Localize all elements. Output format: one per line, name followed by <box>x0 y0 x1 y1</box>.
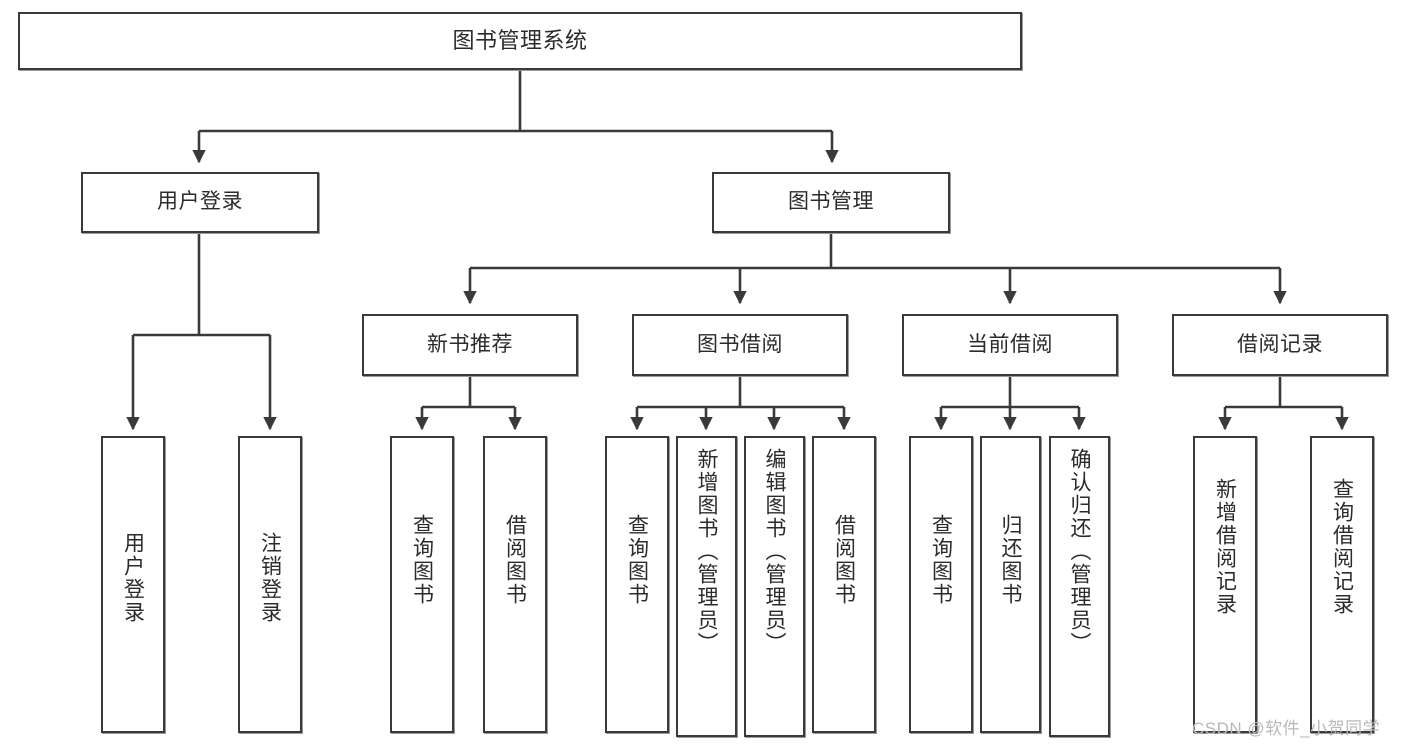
node-label: 查询图书 <box>410 514 434 606</box>
node-label: 借阅图书 <box>832 514 856 606</box>
node-label: 借阅记录 <box>1237 332 1323 356</box>
node-label: 注销登录 <box>258 532 282 624</box>
leaf-borrow-record-query-record[interactable]: 查询借阅记录 <box>1310 436 1374 733</box>
node-user-login[interactable]: 用户登录 <box>81 172 319 233</box>
leaf-current-borrow-return-book[interactable]: 归还图书 <box>980 436 1041 733</box>
node-new-book-recommend[interactable]: 新书推荐 <box>362 314 578 376</box>
leaf-new-book-query-book[interactable]: 查询图书 <box>390 436 454 733</box>
leaf-user-login-signin[interactable]: 用户登录 <box>101 436 165 733</box>
leaf-book-borrow-edit-book-admin[interactable]: 编辑图书（管理员） <box>744 436 805 737</box>
csdn-watermark: CSDN @软件_小贺同学 <box>1192 719 1381 738</box>
node-label: 用户登录 <box>121 532 145 624</box>
leaf-current-borrow-query-book[interactable]: 查询图书 <box>909 436 973 733</box>
node-label: 查询图书 <box>929 514 953 606</box>
node-label: 查询借阅记录 <box>1330 478 1354 616</box>
node-root-book-management-system[interactable]: 图书管理系统 <box>18 12 1022 70</box>
leaf-book-borrow-borrow-book[interactable]: 借阅图书 <box>812 436 876 733</box>
node-label: 查询图书 <box>625 514 649 606</box>
node-book-management[interactable]: 图书管理 <box>712 172 950 233</box>
node-label: 新书推荐 <box>427 332 513 356</box>
node-borrow-record[interactable]: 借阅记录 <box>1172 314 1388 376</box>
node-label: 确认归还（管理员） <box>1068 448 1092 655</box>
node-label: 用户登录 <box>157 190 243 214</box>
leaf-new-book-borrow-book[interactable]: 借阅图书 <box>483 436 547 733</box>
leaf-book-borrow-add-book-admin[interactable]: 新增图书（管理员） <box>676 436 737 737</box>
leaf-book-borrow-query-book[interactable]: 查询图书 <box>605 436 669 733</box>
node-label: 图书借阅 <box>697 332 783 356</box>
node-label: 图书管理 <box>788 190 874 214</box>
node-label: 当前借阅 <box>967 332 1053 356</box>
node-current-borrow[interactable]: 当前借阅 <box>902 314 1118 376</box>
node-label: 借阅图书 <box>503 514 527 606</box>
node-label: 新增借阅记录 <box>1213 478 1237 616</box>
node-label: 新增图书（管理员） <box>695 448 719 655</box>
leaf-current-borrow-confirm-return-admin[interactable]: 确认归还（管理员） <box>1049 436 1110 737</box>
node-label: 图书管理系统 <box>452 28 588 54</box>
node-label: 归还图书 <box>999 514 1023 606</box>
node-book-borrow[interactable]: 图书借阅 <box>632 314 848 376</box>
leaf-borrow-record-add-record[interactable]: 新增借阅记录 <box>1193 436 1257 733</box>
node-label: 编辑图书（管理员） <box>763 448 787 655</box>
leaf-user-login-logout[interactable]: 注销登录 <box>238 436 302 733</box>
